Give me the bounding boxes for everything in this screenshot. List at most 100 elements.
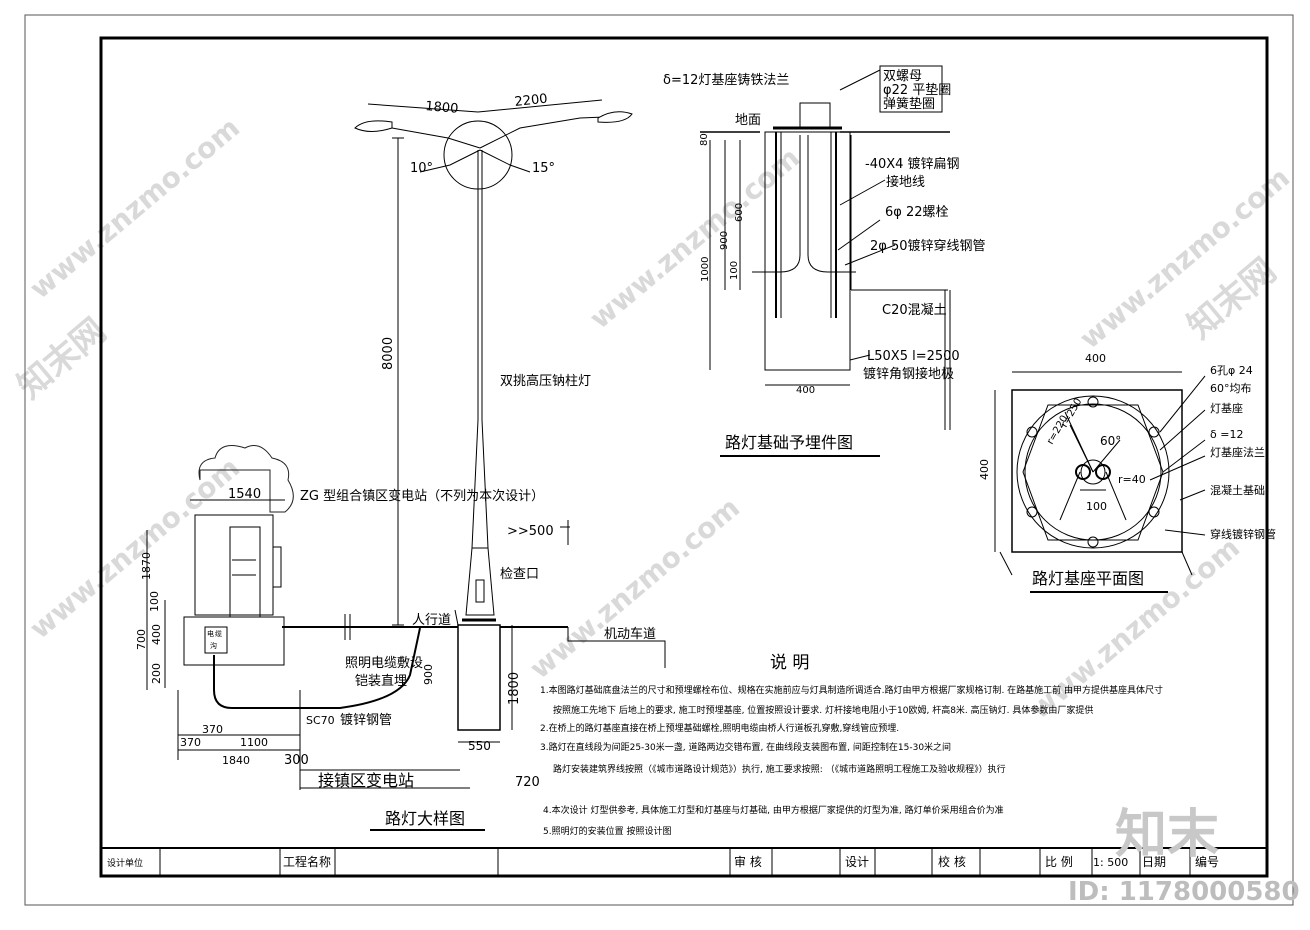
dim-370-b: 370 — [180, 736, 201, 749]
foundation-embedded-text: δ=12灯基座铸铁法兰 双螺母 φ22 平垫圈 弹簧垫圈 地面 -40X4 镀锌… — [663, 65, 986, 452]
foundation-embedded-title: 路灯基础予埋件图 — [725, 433, 853, 452]
plan-base-flange: 灯基座法兰 — [1210, 445, 1265, 459]
tb-scale: 1: 500 — [1093, 856, 1128, 869]
angle-steel-label-2: 镀锌角钢接地极 — [863, 366, 954, 382]
note-line-2: 2.在桥上的路灯基座直接在桥上预埋基础螺栓,照明电缆由桥人行道板孔穿敷,穿线管应… — [540, 722, 899, 734]
plan-dim-100: 100 — [1086, 500, 1107, 513]
plan-holes: 6孔φ 24 — [1210, 364, 1253, 377]
substation-width-dim: 1540 — [228, 487, 261, 502]
tb-review: 审 核 — [734, 854, 762, 869]
dim-1000: 1000 — [700, 257, 711, 282]
dim-900: 900 — [719, 231, 730, 250]
watermark-site: www.znzmo.com — [523, 491, 746, 685]
conduit-size: SC70 — [306, 714, 335, 727]
plan-concrete-base: 混凝土基础 — [1210, 483, 1265, 497]
foundation-embedded-drawing — [700, 69, 951, 430]
tb-check: 校 核 — [938, 854, 966, 869]
plan-dim-top: 400 — [1085, 352, 1106, 365]
nut-label-1: 双螺母 — [883, 69, 922, 84]
tb-design: 设计 — [845, 855, 869, 869]
dim-1870: 1870 — [140, 552, 153, 580]
angle-left: 10° — [410, 161, 433, 176]
watermark-id: ID: 1178000580 — [1068, 877, 1300, 907]
clearance-dim: >>500 — [507, 524, 554, 539]
dim-900: 900 — [422, 664, 435, 685]
flat-steel-label-1: -40X4 镀锌扁钢 — [865, 156, 960, 172]
bolt-label: 6φ 22螺栓 — [885, 205, 949, 220]
plan-delta: δ =12 — [1210, 428, 1243, 441]
title-block — [101, 847, 1267, 876]
dim-300: 300 — [284, 753, 309, 768]
box-label-2: 缆 — [215, 629, 222, 638]
note-line-3: 3.路灯在直线段为间距25-30米一盏, 道路两边交错布置, 在曲线段支装图布置… — [540, 741, 951, 753]
plan-even: 60°均布 — [1210, 382, 1252, 395]
tb-number: 编号 — [1195, 854, 1219, 869]
dim-700: 700 — [135, 629, 148, 650]
streetlight-title: 路灯大样图 — [385, 809, 465, 828]
watermark-logo: 知末 — [1115, 805, 1219, 865]
dim-200: 200 — [150, 663, 163, 684]
drawing-frame — [99, 36, 1269, 878]
dim-1100: 1100 — [240, 736, 268, 749]
notes: 说 明 1.本图路灯基础底盘法兰的尺寸和预埋螺栓布位、规格在实施前应与灯具制造所… — [540, 653, 1163, 837]
nut-label-2: φ22 平垫圈 — [883, 82, 951, 98]
nut-box — [879, 65, 943, 113]
inspection-port: 检查口 — [500, 567, 539, 582]
streetlight-detail — [146, 99, 666, 790]
dim-1840: 1840 — [222, 754, 250, 767]
dim-400: 400 — [796, 385, 815, 396]
concrete-label: C20混凝土 — [882, 302, 947, 318]
watermark-site: www.znzmo.com — [23, 111, 246, 305]
title-block-text: 设计单位 工程名称 审 核 设计 校 核 比 例 1: 500 日期 编号 — [107, 854, 1219, 869]
angle-steel-label-1: L50X5 l=2500 — [867, 349, 960, 364]
plan-conduit: 穿线镀锌钢管 — [1210, 527, 1276, 541]
pipe-label: 2φ 50镀锌穿线钢管 — [870, 238, 986, 254]
watermark-site: www.znzmo.com — [23, 451, 246, 645]
dim-100: 100 — [729, 261, 740, 280]
plan-angle: 60° — [1100, 434, 1121, 448]
sidewalk-label: 人行道 — [412, 613, 451, 628]
watermark-site: www.znzmo.com — [583, 141, 806, 335]
pole-label: 双挑高压钠柱灯 — [500, 373, 591, 389]
tb-project: 工程名称 — [283, 854, 331, 869]
dim-100: 100 — [148, 591, 161, 612]
flat-steel-label-2: 接地线 — [886, 174, 925, 190]
ground-label: 地面 — [735, 113, 761, 128]
box-label-3: 沟 — [210, 641, 217, 650]
base-plan-title: 路灯基座平面图 — [1032, 569, 1144, 588]
box-label-1: 电 — [207, 629, 214, 638]
plan-lamp-base: 灯基座 — [1210, 401, 1243, 415]
connect-label: 接镇区变电站 — [318, 771, 414, 790]
paper-border — [24, 14, 1294, 906]
substation-label: ZG 型组合镇区变电站（不列为本次设计） — [300, 488, 544, 504]
cable-label-1: 照明电缆敷设 — [345, 655, 423, 671]
note-line-5: 5.照明灯的安装位置 按照设计图 — [543, 825, 671, 837]
cable-label-2: 铠装直埋 — [355, 673, 407, 689]
arm-left-dim: 1800 — [425, 99, 459, 117]
streetlight-text: 1800 2200 10° 15° 8000 双挑高压钠柱灯 检查口 >>500… — [135, 92, 656, 828]
dim-80: 80 — [699, 133, 710, 146]
conduit-label: 镀锌钢管 — [340, 712, 392, 728]
base-plan-drawing — [994, 371, 1206, 576]
dim-720: 720 — [515, 775, 540, 790]
watermark-brand: 知末网 — [10, 311, 114, 407]
dim-400: 400 — [150, 624, 163, 645]
note-line-1: 1.本图路灯基础底盘法兰的尺寸和预埋螺栓布位、规格在实施前应与灯具制造所调适合.… — [540, 684, 1163, 696]
tb-scale-label: 比 例 — [1045, 855, 1073, 869]
dim-370-a: 370 — [202, 723, 223, 736]
note-line-1b: 按照施工先地下 后地上的要求, 施工时预埋基座, 位置按照设计要求. 灯杆接地电… — [553, 704, 1093, 716]
plan-r220: r=220 — [1045, 414, 1070, 447]
watermark-site: www.znzmo.com — [1023, 531, 1246, 725]
plan-r40: r=40 — [1118, 473, 1146, 486]
arm-right-dim: 2200 — [514, 92, 548, 110]
flange-label: δ=12灯基座铸铁法兰 — [663, 72, 789, 88]
angle-right: 15° — [532, 161, 555, 176]
foundation-depth-dim: 1800 — [507, 672, 522, 705]
note-line-3b: 路灯安装建筑界线按照（《城市道路设计规范》）执行, 施工要求按照: （《城市道路… — [553, 763, 1006, 775]
nut-label-3: 弹簧垫圈 — [883, 96, 935, 112]
dim-600: 600 — [734, 203, 745, 222]
note-line-4: 4.本次设计 灯型供参考, 具体施工灯型和灯基座与灯基础, 由甲方根据厂家提供的… — [543, 804, 1004, 816]
notes-heading: 说 明 — [770, 653, 809, 673]
pole-height-dim: 8000 — [381, 337, 396, 370]
